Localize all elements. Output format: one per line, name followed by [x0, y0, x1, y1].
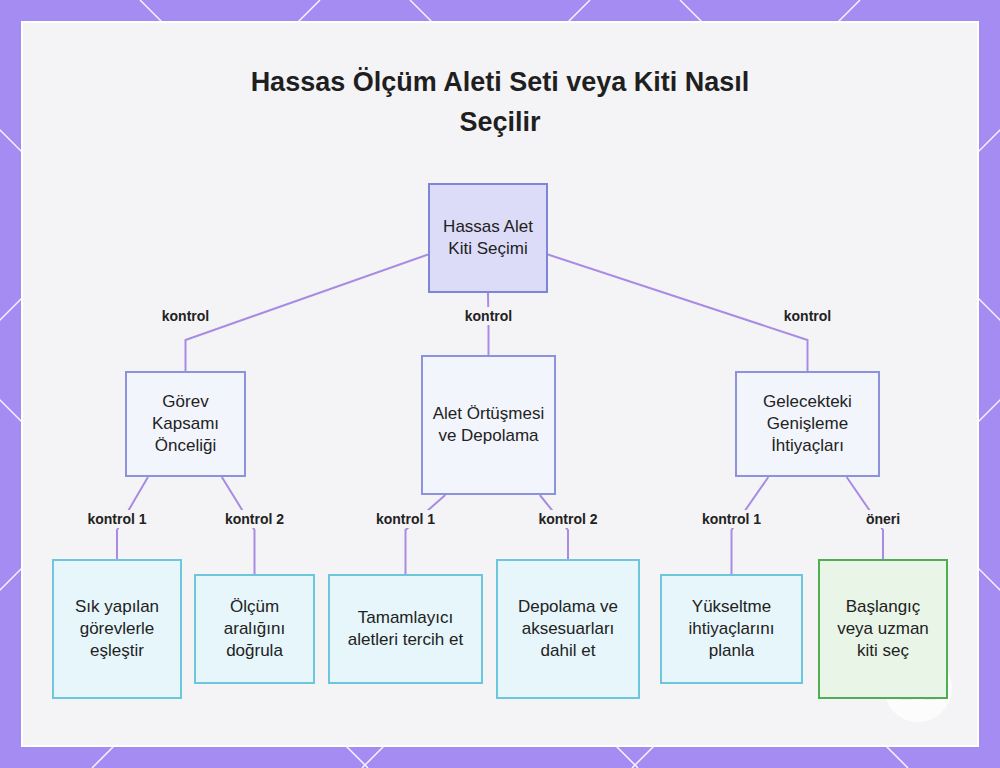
diagram-title: Hassas Ölçüm Aleti Seti veya Kiti Nasıl …: [250, 62, 750, 142]
action-box: Tamamlayıcı aletleri tercih et: [328, 574, 483, 684]
edge-label: kontrol 1: [698, 510, 765, 528]
action-box: Sık yapılan görevlerle eşleştir: [52, 559, 182, 699]
edge-label: kontrol 2: [534, 510, 601, 528]
action-box: Depolama ve aksesuarları dahil et: [496, 559, 640, 699]
node-text: Başlangıç veya uzman kiti seç: [828, 596, 938, 662]
node-text: Alet Örtüşmesi ve Depolama: [431, 403, 546, 447]
edge-label: kontrol: [780, 307, 835, 325]
connector-line: [406, 495, 446, 574]
node-text: Hassas Alet Kiti Seçimi: [438, 216, 538, 260]
action-box: Yükseltme ihtiyaçlarını planla: [660, 574, 803, 684]
node-text: Tamamlayıcı aletleri tercih et: [338, 607, 473, 651]
edge-label: öneri: [862, 510, 904, 528]
root-box: Hassas Alet Kiti Seçimi: [428, 183, 548, 293]
category-box: Gelecekteki Genişleme İhtiyaçları: [735, 371, 880, 477]
connector-line: [548, 255, 808, 372]
edge-label: kontrol: [158, 307, 213, 325]
edge-label: kontrol 2: [221, 510, 288, 528]
node-text: Depolama ve aksesuarları dahil et: [506, 596, 630, 662]
content-panel: [22, 22, 978, 746]
node-text: Yükseltme ihtiyaçlarını planla: [670, 596, 793, 662]
node-text: Sık yapılan görevlerle eşleştir: [62, 596, 172, 662]
action-box: Ölçüm aralığını doğrula: [194, 574, 315, 684]
edge-label: kontrol: [461, 307, 516, 325]
category-box: Alet Örtüşmesi ve Depolama: [421, 355, 556, 495]
node-text: Görev Kapsamı Önceliği: [135, 391, 236, 457]
connector-line: [186, 255, 429, 372]
node-text: Gelecekteki Genişleme İhtiyaçları: [745, 391, 870, 457]
edge-label: kontrol 1: [83, 510, 150, 528]
node-text: Ölçüm aralığını doğrula: [204, 596, 305, 662]
recommendation-box: Başlangıç veya uzman kiti seç: [818, 559, 948, 699]
edge-label: kontrol 1: [372, 510, 439, 528]
category-box: Görev Kapsamı Önceliği: [125, 371, 246, 477]
